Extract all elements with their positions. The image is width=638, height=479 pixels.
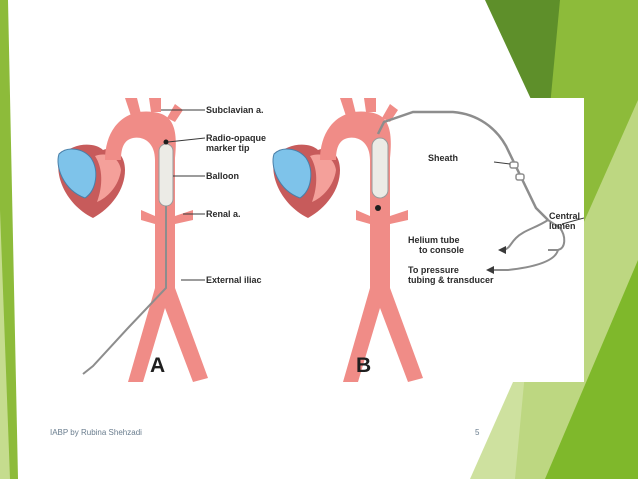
label-central-line1: Central — [549, 211, 581, 221]
catheter-a — [82, 206, 167, 375]
balloon-b — [371, 137, 389, 199]
sheath-connectors — [509, 161, 525, 181]
label-renal: Renal a. — [206, 209, 241, 219]
label-central-line2: lumen — [549, 221, 576, 231]
panel-letter-a: A — [150, 354, 166, 377]
label-external-iliac: External iliac — [206, 275, 262, 285]
arch-branches-a — [125, 98, 183, 122]
marker-tip-a — [163, 139, 169, 145]
figure-drawing — [57, 98, 584, 382]
panel-b-drawing — [272, 98, 584, 382]
label-marker-tip-line2: marker tip — [206, 143, 250, 153]
arch-branches-b — [340, 98, 398, 122]
label-subclavian: Subclavian a. — [206, 105, 264, 115]
helium-tube — [503, 219, 549, 251]
renal-a — [141, 210, 193, 224]
label-balloon: Balloon — [206, 171, 239, 181]
central-lumen — [547, 219, 566, 251]
label-sheath: Sheath — [428, 153, 459, 163]
leader-lines-b — [493, 161, 584, 225]
label-helium-line2: to console — [419, 245, 465, 255]
panel-letter-b: B — [356, 354, 372, 377]
balloon-a — [158, 143, 174, 207]
label-pressure-line2: tubing & transducer — [408, 275, 494, 285]
heart-a — [57, 144, 125, 218]
pressure-arrow — [486, 266, 494, 274]
iabp-figure: Subclavian a. Radio-opaque marker tip Ba… — [33, 98, 584, 382]
aorta-b — [320, 111, 423, 382]
leader-lines-a — [161, 109, 206, 281]
catheter-b — [376, 110, 549, 221]
footer-author: IABP by Rubina Shehzadi — [50, 428, 142, 437]
helium-arrow — [498, 246, 506, 254]
deco-left-strip-light — [0, 210, 10, 479]
label-helium-line1: Helium tube — [408, 235, 460, 245]
aorta-a — [105, 111, 208, 382]
panel-a-drawing — [57, 98, 208, 382]
page-number: 5 — [475, 428, 480, 437]
label-pressure-line1: To pressure — [408, 265, 459, 275]
marker-tip-b — [375, 205, 381, 211]
renal-b — [356, 210, 408, 224]
label-marker-tip-line1: Radio-opaque — [206, 133, 266, 143]
pressure-line — [492, 249, 559, 271]
heart-b — [272, 144, 340, 218]
deco-right-front — [545, 260, 638, 479]
